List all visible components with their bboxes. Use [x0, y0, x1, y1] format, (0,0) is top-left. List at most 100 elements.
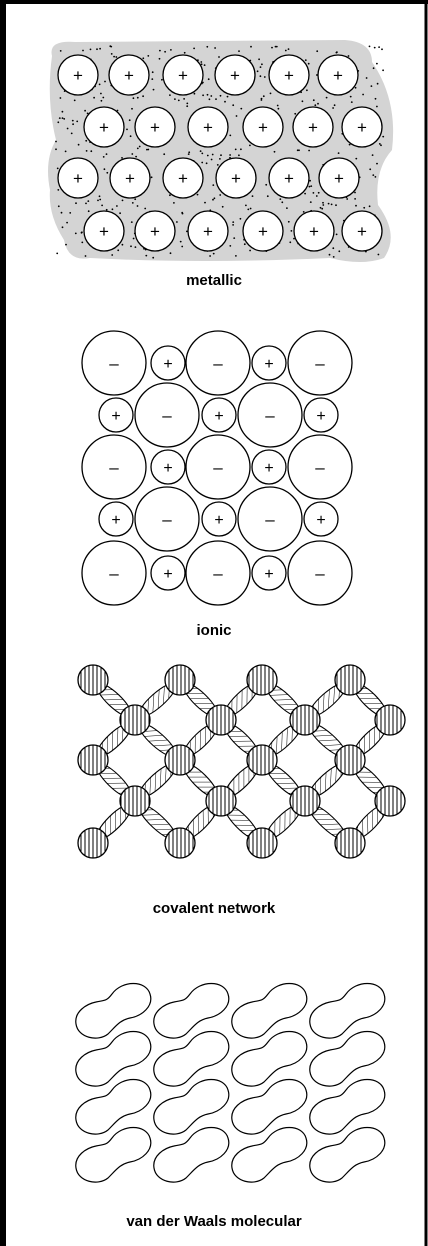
electron-dot: [307, 62, 310, 65]
electron-dot: [110, 53, 113, 55]
electron-dot: [126, 128, 128, 131]
electron-dot: [314, 104, 317, 107]
plus-sign: +: [150, 222, 160, 241]
cation: [98, 501, 134, 537]
covalent-atom: [374, 704, 406, 736]
electron-dot: [212, 184, 215, 187]
covalent-atom: [77, 744, 109, 776]
electron-dot: [304, 59, 307, 61]
electron-dot: [142, 57, 145, 60]
electron-dot: [289, 241, 292, 244]
electron-dot: [200, 61, 203, 63]
metal-cation: [134, 106, 176, 148]
electron-dot: [130, 245, 132, 248]
electron-dot: [304, 192, 306, 195]
covalent-atom: [119, 704, 151, 736]
electron-dot: [382, 135, 385, 138]
anion: [81, 540, 147, 606]
electron-dot: [57, 189, 60, 191]
electron-dot: [57, 205, 60, 208]
electron-dot: [306, 89, 308, 92]
metal-cation: [57, 54, 99, 96]
plus-sign: +: [264, 460, 273, 477]
electron-dot: [310, 185, 313, 188]
metal-cation: [162, 157, 204, 199]
electron-dot: [259, 75, 262, 78]
electron-dot: [261, 63, 263, 66]
electron-dot: [325, 96, 328, 99]
electron-dot: [179, 240, 182, 243]
cation: [98, 397, 134, 433]
molecule: [75, 1126, 152, 1183]
electron-dot: [56, 252, 59, 255]
minus-sign: –: [109, 564, 119, 583]
electron-dot: [276, 104, 279, 107]
electron-dot: [316, 74, 318, 76]
electron-dot: [169, 94, 171, 96]
electron-dot: [100, 92, 102, 95]
electron-dot: [181, 245, 184, 248]
electron-dot: [224, 100, 226, 103]
electron-dot: [206, 45, 209, 48]
metallic-lattice: ++++++++++++++++++++++++: [48, 40, 394, 262]
covalent-atom: [246, 744, 278, 776]
electron-dot: [263, 76, 266, 78]
electron-dot: [296, 149, 299, 152]
electron-dot: [206, 154, 209, 157]
electron-dot: [74, 232, 77, 235]
metal-cation: [292, 106, 334, 148]
electron-dot: [220, 154, 222, 157]
electron-dot: [240, 107, 243, 110]
electron-dot: [317, 191, 320, 194]
metal-cation: [268, 157, 310, 199]
metal-cation: [341, 106, 383, 148]
electron-dot: [374, 176, 377, 178]
electron-dot: [101, 204, 103, 207]
cation: [251, 449, 287, 485]
plus-sign: +: [203, 222, 213, 241]
electron-dot: [271, 46, 273, 49]
electron-dot: [169, 194, 171, 197]
electron-dot: [58, 117, 61, 119]
electron-dot: [135, 155, 138, 158]
electron-dot: [136, 147, 139, 150]
electron-dot: [60, 211, 63, 214]
electron-dot: [183, 98, 186, 100]
plus-sign: +: [214, 512, 223, 529]
plus-sign: +: [73, 169, 83, 188]
electron-dot: [209, 255, 212, 257]
electron-dot: [260, 99, 263, 101]
electron-dot: [145, 254, 148, 257]
electron-dot: [373, 46, 376, 49]
molecule: [231, 1030, 308, 1087]
metal-cation: [134, 210, 176, 252]
plus-sign: +: [316, 512, 325, 529]
anion: [287, 330, 353, 396]
metal-cation: [83, 210, 125, 252]
electron-dot: [238, 154, 240, 157]
metal-cation: [242, 210, 284, 252]
covalent-network-lattice: [77, 664, 406, 859]
electron-dot: [121, 199, 124, 202]
electron-sea: [48, 40, 394, 262]
electron-dot: [208, 98, 211, 101]
electron-dot: [317, 102, 319, 105]
electron-dot: [86, 112, 89, 115]
electron-dot: [84, 109, 86, 112]
electron-dot: [132, 97, 135, 100]
electron-dot: [333, 104, 336, 107]
electron-dot: [293, 237, 295, 240]
electron-dot: [203, 64, 206, 66]
electron-dot: [70, 132, 73, 135]
metal-cation: [83, 106, 125, 148]
electron-dot: [146, 148, 148, 151]
electron-dot: [368, 205, 371, 208]
electron-dot: [56, 167, 59, 170]
covalent-atom: [289, 785, 321, 817]
electron-dot: [100, 99, 103, 102]
minus-sign: –: [315, 458, 325, 477]
covalent-atom: [164, 744, 196, 776]
minus-sign: –: [315, 354, 325, 373]
electron-dot: [210, 95, 213, 97]
electron-dot: [119, 212, 121, 215]
